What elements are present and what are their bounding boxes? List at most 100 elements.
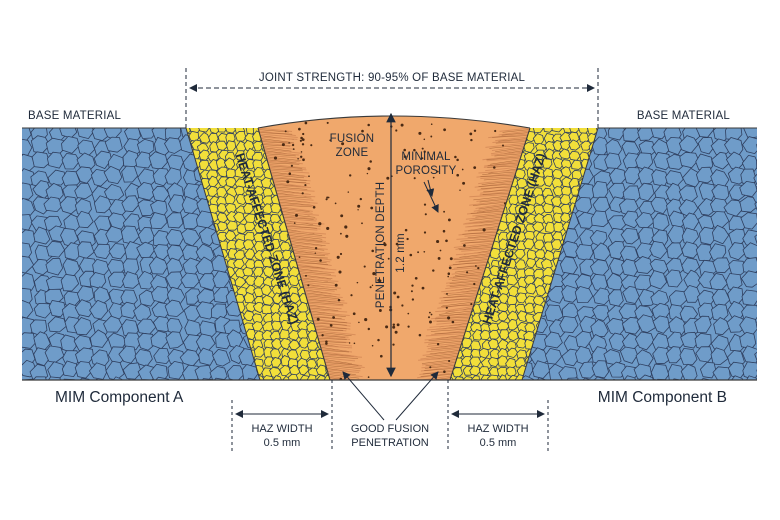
grain-cell (699, 361, 717, 379)
pore-dot (345, 234, 349, 238)
grain-cell (758, 244, 776, 261)
haz-width-left-label: HAZ WIDTH (251, 423, 312, 435)
grain-cell (542, 202, 555, 214)
grain-cell (107, 212, 127, 230)
dendrite-line (449, 283, 482, 287)
grain-cell (740, 270, 757, 288)
dendrite-line (270, 169, 310, 174)
dendrite-line (492, 135, 529, 138)
dendrite-line (442, 301, 476, 307)
pore-dot (318, 222, 322, 226)
grain-cell (199, 378, 218, 380)
fusion-zone-label-1: FUSION (330, 133, 375, 145)
dendrite-line (426, 342, 462, 348)
dendrite-line (469, 217, 503, 221)
grain-cell (103, 165, 123, 185)
pore-dot (385, 325, 389, 329)
dendrite-line (279, 203, 316, 207)
grain-cell (479, 329, 491, 340)
pore-dot (432, 176, 435, 179)
dendrite-line (438, 310, 473, 315)
grain-cell (74, 182, 94, 200)
grain-cell (242, 377, 260, 380)
dendrite-line (295, 260, 332, 267)
dendrite-line (298, 269, 335, 274)
dendrite-line (307, 301, 344, 305)
dendrite-line (322, 354, 362, 358)
grain-cell (683, 284, 701, 303)
grain-cell (103, 315, 123, 333)
dendrite-line (284, 223, 321, 227)
grain-cell (649, 240, 668, 260)
grain-cell (73, 317, 93, 336)
pore-dot (442, 229, 446, 233)
pore-dot (367, 327, 371, 331)
grain-cell (22, 378, 38, 380)
pore-dot (470, 138, 473, 142)
grain-cell (487, 356, 500, 368)
grain-cell (105, 360, 125, 380)
grain-cell (61, 135, 80, 154)
pore-dot (473, 282, 476, 286)
grain-cell (45, 257, 64, 276)
pore-dot (299, 118, 302, 121)
grain-cell (166, 212, 184, 229)
dendrite-line (326, 366, 361, 372)
grain-cell (609, 257, 628, 276)
pore-dot (447, 218, 451, 222)
dendrite-line (289, 236, 327, 242)
pore-dot (298, 256, 301, 258)
grain-cell (261, 257, 274, 268)
dendrite-line (485, 142, 526, 148)
pore-dot (459, 189, 461, 192)
pore-dot (319, 259, 322, 262)
pore-dot (395, 242, 399, 246)
grain-cell (742, 136, 757, 155)
grain-cell (543, 249, 556, 262)
pore-dot (406, 237, 409, 241)
base-material-left-label: BASE MATERIAL (28, 110, 122, 122)
grain-cell (579, 258, 598, 277)
grain-cell (298, 337, 310, 349)
grain-cell (323, 374, 330, 380)
dendrite-line (281, 209, 313, 214)
pore-dot (295, 213, 298, 217)
dendrite-line (430, 344, 462, 349)
grain-cell (76, 128, 95, 140)
grain-cell (759, 306, 776, 322)
pore-dot (414, 276, 418, 280)
pore-dot (341, 142, 345, 146)
pore-dot (413, 177, 416, 180)
grain-cell (255, 363, 260, 380)
grain-cell (507, 330, 519, 342)
grain-cell (697, 302, 716, 320)
dendrite-line (301, 280, 335, 284)
dendrite-line (452, 274, 484, 278)
dendrites-right (417, 127, 530, 380)
penetration-depth-label: PENETRATION DEPTH (375, 182, 387, 309)
grain-cell (523, 302, 536, 314)
fusion-zone-label-2: ZONE (336, 147, 369, 159)
pore-dot (288, 172, 292, 175)
dendrite-line (296, 263, 329, 270)
dendrite-line (299, 274, 333, 280)
pore-dot (286, 180, 290, 184)
pore-dot (301, 143, 305, 146)
dendrite-line (300, 275, 332, 280)
grain-cell (711, 224, 730, 245)
dendrite-line (418, 357, 458, 361)
grain-cell (756, 331, 757, 351)
grain-cell (185, 288, 203, 305)
dendrite-line (292, 248, 331, 255)
grain-cell (552, 157, 564, 170)
pore-dot (392, 323, 396, 326)
grain-cell (651, 169, 669, 187)
pore-dot (456, 158, 459, 162)
dendrite-line (274, 184, 311, 189)
dendrite-line (274, 186, 308, 190)
grain-cell (262, 203, 273, 215)
dendrite-line (478, 178, 514, 185)
grain-cell (108, 243, 127, 260)
grain-cell (560, 185, 572, 197)
dendrite-line (259, 133, 298, 138)
